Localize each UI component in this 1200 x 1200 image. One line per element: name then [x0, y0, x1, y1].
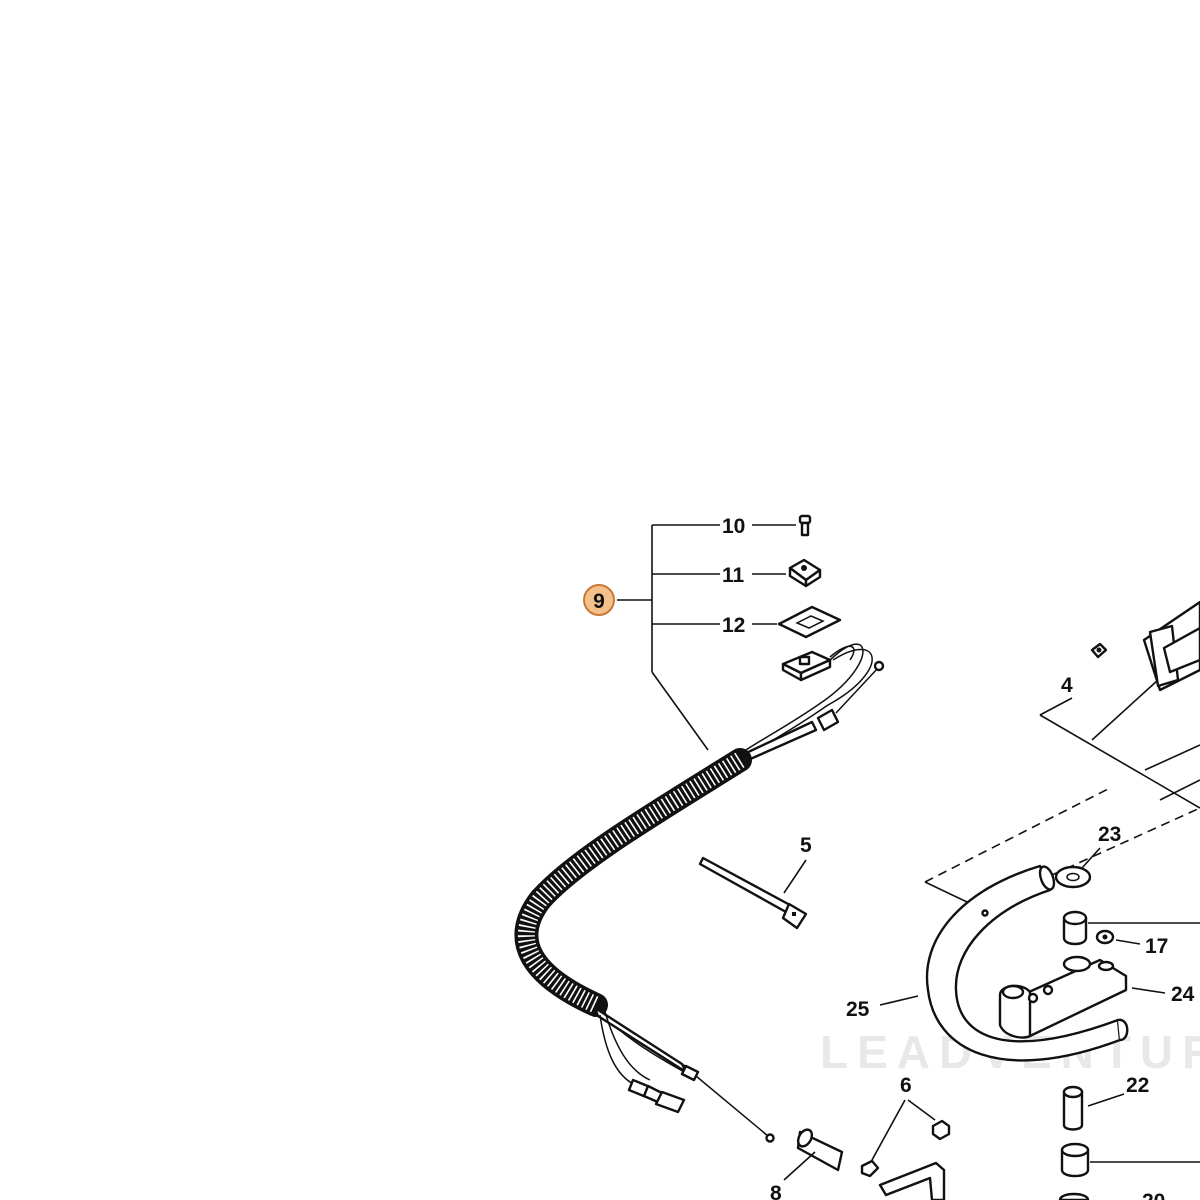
callout-5[interactable]: 5: [800, 834, 812, 857]
callout-4[interactable]: 4: [1061, 674, 1073, 697]
kit-bracket-9: [617, 524, 720, 751]
callout-8[interactable]: 8: [770, 1182, 782, 1200]
spacer-lower[interactable]: [1060, 1142, 1090, 1178]
callout-6[interactable]: 6: [900, 1074, 912, 1097]
clamp-part-24[interactable]: [998, 955, 1128, 1039]
gasket-part-12[interactable]: [777, 605, 842, 639]
callout-20[interactable]: 20: [1142, 1190, 1165, 1200]
callout-25[interactable]: 25: [846, 998, 870, 1021]
svg-text:9: 9: [593, 590, 605, 613]
nut-part-11[interactable]: [788, 558, 822, 588]
callout-17[interactable]: 17: [1145, 935, 1168, 958]
nut-part-17[interactable]: [1095, 929, 1115, 945]
sleeve-part-8[interactable]: [795, 1127, 844, 1172]
coil-wrap: [514, 748, 752, 1017]
callout-12[interactable]: 12: [722, 614, 745, 637]
callout-23[interactable]: 23: [1098, 823, 1121, 846]
nut-part-4[interactable]: [1090, 642, 1108, 659]
switch-block[interactable]: [781, 650, 832, 682]
callout-10[interactable]: 10: [722, 515, 745, 538]
callout-11[interactable]: 11: [722, 564, 745, 587]
callout-22[interactable]: 22: [1126, 1074, 1149, 1097]
callout-9[interactable]: 9: [583, 584, 615, 616]
nut-part-6[interactable]: [860, 1119, 951, 1200]
wiring-lower: [593, 1004, 775, 1143]
bushing[interactable]: [1062, 910, 1088, 946]
cable-tie-part-5[interactable]: [698, 856, 808, 930]
washer-part-23[interactable]: [1054, 865, 1092, 889]
callout-24[interactable]: 24: [1171, 983, 1195, 1006]
loop-handle-part-25[interactable]: [925, 864, 1129, 1062]
screw-part-10[interactable]: [798, 514, 812, 537]
sleeve-part-22[interactable]: [1062, 1085, 1084, 1131]
handle-grip[interactable]: [1142, 600, 1200, 692]
